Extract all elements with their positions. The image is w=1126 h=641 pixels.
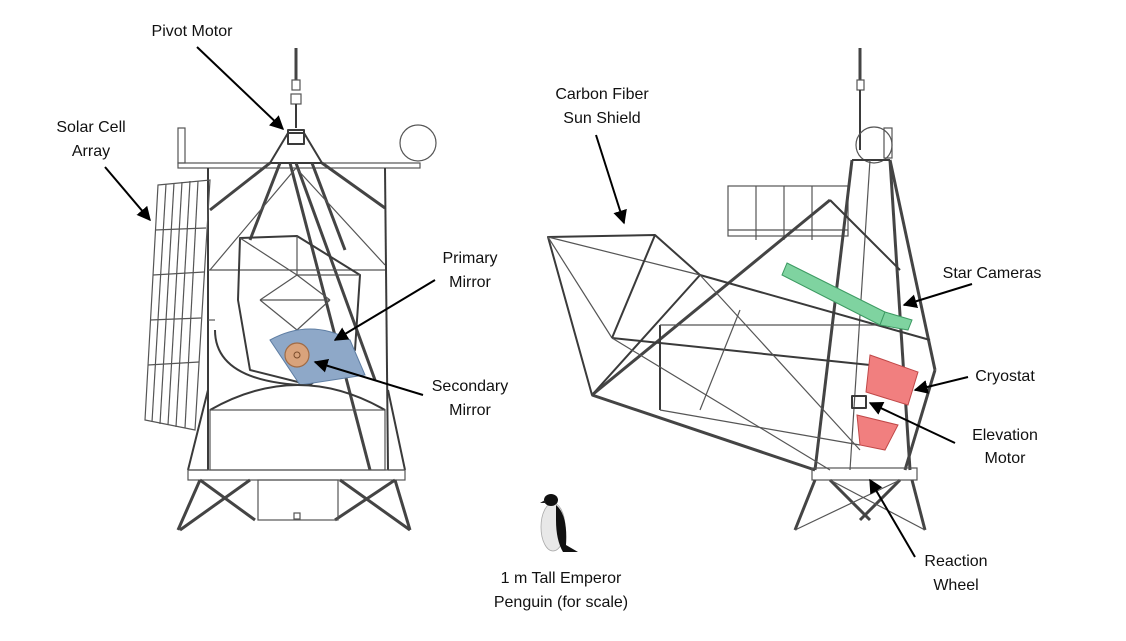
outer-frame bbox=[187, 167, 406, 471]
label-sun-shield-line2: Sun Shield bbox=[563, 110, 640, 127]
carbon-fiber-sun-shield bbox=[547, 198, 931, 472]
lower-drum bbox=[187, 384, 406, 481]
solar-cell-array-front bbox=[144, 179, 211, 431]
front-view-gondola bbox=[144, 48, 437, 532]
label-star-cameras: Star Cameras bbox=[943, 265, 1042, 282]
label-sun-shield-line1: Carbon Fiber bbox=[555, 86, 649, 103]
label-secondary-mirror-line1: Secondary bbox=[432, 378, 509, 395]
label-solar-cell-array-line2: Array bbox=[72, 143, 110, 160]
arrow-cryostat bbox=[913, 376, 969, 394]
arrow-elevation-motor bbox=[868, 402, 956, 444]
label-penguin-line2: Penguin (for scale) bbox=[494, 594, 628, 611]
top-beam bbox=[177, 124, 437, 169]
label-primary-mirror-line2: Mirror bbox=[449, 274, 491, 291]
label-cryostat: Cryostat bbox=[975, 368, 1035, 385]
annotation-arrows bbox=[104, 46, 973, 558]
elevation-motor-block bbox=[851, 395, 867, 409]
label-elevation-motor-line2: Motor bbox=[985, 450, 1027, 467]
label-primary-mirror-line1: Primary bbox=[442, 250, 497, 267]
secondary-mirror-hub bbox=[293, 351, 301, 359]
star-camera-lens bbox=[879, 311, 913, 331]
suspension-cable-front bbox=[290, 48, 302, 128]
primary-mirror bbox=[269, 328, 366, 386]
label-reaction-wheel-line2: Wheel bbox=[933, 577, 978, 594]
label-solar-cell-array-line1: Solar Cell bbox=[56, 119, 125, 136]
label-reaction-wheel-line1: Reaction bbox=[924, 553, 987, 570]
label-elevation-motor-line1: Elevation bbox=[972, 427, 1038, 444]
side-view-gondola bbox=[547, 48, 937, 531]
arrow-secondary-mirror bbox=[313, 358, 424, 396]
front-legs bbox=[176, 478, 412, 532]
top-pyramid-truss bbox=[209, 132, 386, 471]
cryostat-lower bbox=[856, 414, 899, 451]
secondary-mirror bbox=[284, 342, 310, 368]
solar-cell-array-side bbox=[727, 185, 849, 240]
cryostat bbox=[865, 354, 919, 406]
label-penguin-line1: 1 m Tall Emperor bbox=[501, 570, 622, 587]
side-base-and-legs bbox=[793, 467, 927, 531]
arrow-primary-mirror bbox=[333, 279, 436, 341]
arrow-reaction-wheel bbox=[869, 478, 916, 558]
arrow-pivot-motor bbox=[196, 46, 285, 130]
label-secondary-mirror-line2: Mirror bbox=[449, 402, 491, 419]
suspension-cable-side bbox=[855, 48, 893, 164]
arrow-star-cameras bbox=[902, 283, 973, 308]
arrow-sun-shield bbox=[595, 134, 627, 225]
emperor-penguin-scale bbox=[540, 494, 578, 552]
label-pivot-motor: Pivot Motor bbox=[152, 23, 234, 40]
arrow-solar-cell-array bbox=[104, 166, 151, 222]
pivot-motor-block bbox=[287, 129, 305, 145]
